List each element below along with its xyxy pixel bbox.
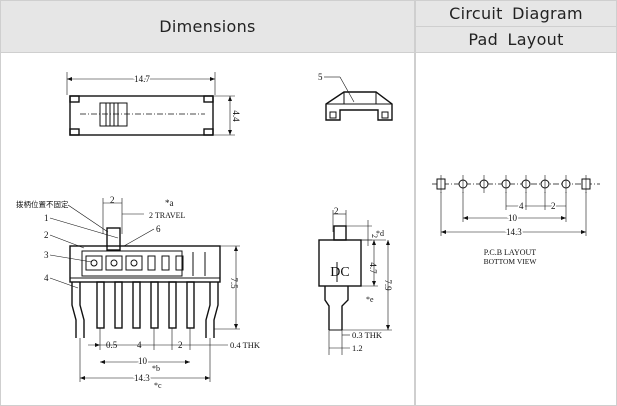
pad-span-10: 10 bbox=[508, 213, 518, 223]
travel-value: 2 bbox=[110, 195, 115, 205]
pcb-caption-1: P.C.B LAYOUT bbox=[484, 248, 536, 257]
pcb-caption-2: BOTTOM VIEW bbox=[484, 257, 538, 266]
front-note: 拨柄位置不固定 bbox=[16, 199, 69, 209]
pitch-2: 2 bbox=[178, 340, 183, 350]
header-divider bbox=[0, 52, 617, 53]
end-body-height: 4.7 bbox=[368, 262, 378, 274]
pitch-4: 4 bbox=[137, 340, 142, 350]
side-callout-5: 5 bbox=[318, 72, 323, 82]
dc-body-label: DC bbox=[330, 265, 349, 280]
pad-layout-header: Pad Layout bbox=[416, 27, 616, 52]
marker-d: *d bbox=[376, 229, 384, 238]
circuit-diagram-header: Circuit Diagram bbox=[416, 1, 616, 26]
pad-pitch-4: 4 bbox=[519, 201, 524, 211]
callout-3: 3 bbox=[44, 250, 49, 260]
marker-a: *a bbox=[165, 198, 174, 208]
pad-span-14: 14.3 bbox=[506, 227, 522, 237]
pin-thickness: 0.4 THK bbox=[230, 340, 261, 350]
top-height-label: 4.4 bbox=[231, 110, 241, 122]
end-top-height: 2 bbox=[370, 234, 379, 238]
border-top bbox=[0, 0, 617, 1]
pad-layout-drawing: 4 2 10 14.3 P.C.B LAYOUT BOTTOM VIEW bbox=[432, 175, 600, 266]
top-width-label: 14.7 bbox=[134, 74, 150, 84]
end-foot: 1.2 bbox=[352, 343, 363, 353]
end-thickness: 0.3 THK bbox=[352, 330, 383, 340]
end-view: 2 2 *d DC 4.7 *e 7.9 bbox=[318, 206, 393, 355]
column-divider bbox=[414, 0, 416, 406]
span-14: 14.3 bbox=[134, 373, 150, 383]
front-view: 拨柄位置不固定 1 2 3 4 6 2 2 TRAVEL *a bbox=[16, 195, 261, 390]
top-view: 14.7 4.4 bbox=[66, 72, 241, 136]
subheader-divider bbox=[416, 26, 616, 27]
marker-c: *c bbox=[154, 381, 162, 390]
callout-2: 2 bbox=[44, 230, 49, 240]
side-view: 5 bbox=[318, 72, 393, 121]
dimensions-header: Dimensions bbox=[1, 1, 414, 52]
border-left bbox=[0, 0, 1, 406]
pitch-small: 0.5 bbox=[106, 340, 118, 350]
pad-pitch-2: 2 bbox=[551, 201, 556, 211]
marker-b: *b bbox=[152, 364, 160, 373]
end-total-height: 7.9 bbox=[383, 279, 393, 291]
callout-4: 4 bbox=[44, 273, 49, 283]
span-10: 10 bbox=[138, 356, 148, 366]
callout-1: 1 bbox=[44, 213, 49, 223]
end-top-width: 2 bbox=[334, 206, 339, 216]
callout-6: 6 bbox=[156, 224, 161, 234]
travel-label: 2 TRAVEL bbox=[149, 211, 185, 220]
front-height-label: 7.5 bbox=[229, 277, 239, 289]
marker-e: *e bbox=[366, 295, 374, 304]
